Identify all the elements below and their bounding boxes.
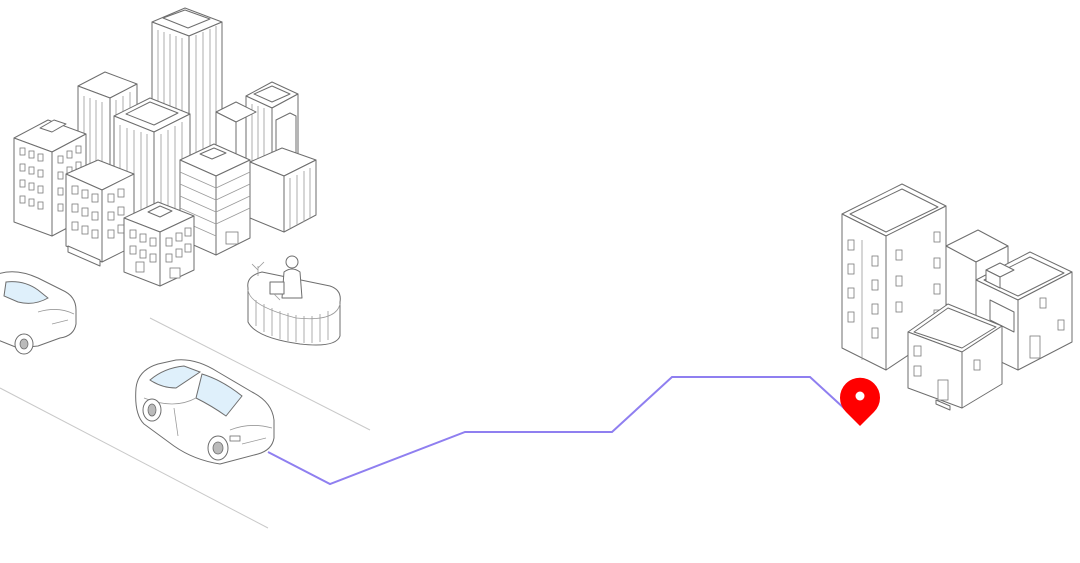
- map-pin-icon: [840, 377, 880, 426]
- building-bottom-center: [123, 201, 195, 287]
- road: [0, 317, 371, 529]
- tower-right-front: [249, 147, 317, 233]
- city-skyline-illustration: [13, 7, 317, 287]
- car-icon: [135, 359, 275, 465]
- destination-buildings-illustration: [841, 183, 1073, 411]
- building-front-small: [907, 303, 1003, 411]
- route-line: [267, 376, 847, 486]
- building-center-front: [179, 143, 251, 256]
- reception-desk-illustration: [247, 255, 341, 346]
- car-icon: [0, 271, 77, 355]
